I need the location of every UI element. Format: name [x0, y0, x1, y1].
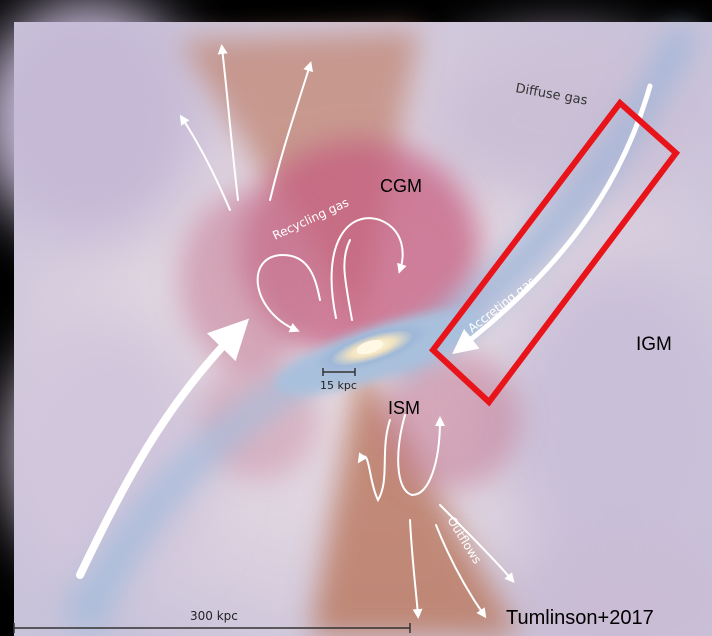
label-igm: IGM	[636, 334, 672, 355]
label-ism: ISM	[388, 398, 420, 418]
label-cgm: CGM	[380, 176, 422, 196]
citation: Tumlinson+2017	[506, 607, 654, 629]
label-15-kpc: 15 kpc	[320, 379, 357, 392]
label-300-kpc: 300 kpc	[190, 609, 238, 623]
